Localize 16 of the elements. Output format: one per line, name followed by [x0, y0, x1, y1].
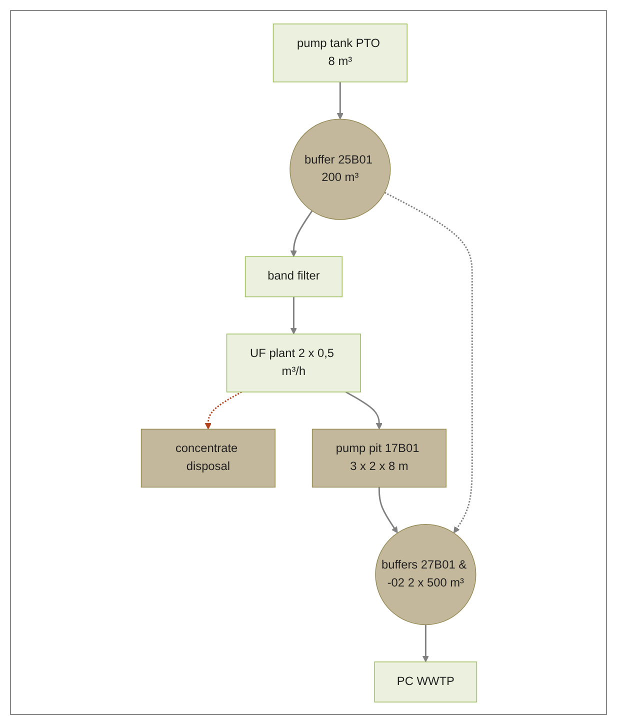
node-circle: buffers 27B01 & -02 2 x 500 m³ — [374, 523, 476, 625]
node-circle: buffer 25B01 200 m³ — [289, 118, 390, 220]
node-box: pump pit 17B01 3 x 2 x 8 m — [311, 428, 446, 488]
arrow — [384, 191, 472, 533]
arrow — [204, 390, 242, 429]
node-box: band filter — [244, 256, 342, 297]
arrow — [290, 210, 312, 256]
arrow — [344, 390, 382, 429]
node-box: UF plant 2 x 0,5 m³/h — [226, 333, 360, 392]
node-box: PC WWTP — [374, 661, 477, 702]
arrow — [422, 624, 428, 662]
arrow — [336, 81, 343, 119]
node-box: pump tank PTO 8 m³ — [272, 23, 407, 82]
arrow — [378, 486, 398, 533]
arrow — [290, 296, 296, 334]
node-box: concentrate disposal — [140, 428, 275, 488]
